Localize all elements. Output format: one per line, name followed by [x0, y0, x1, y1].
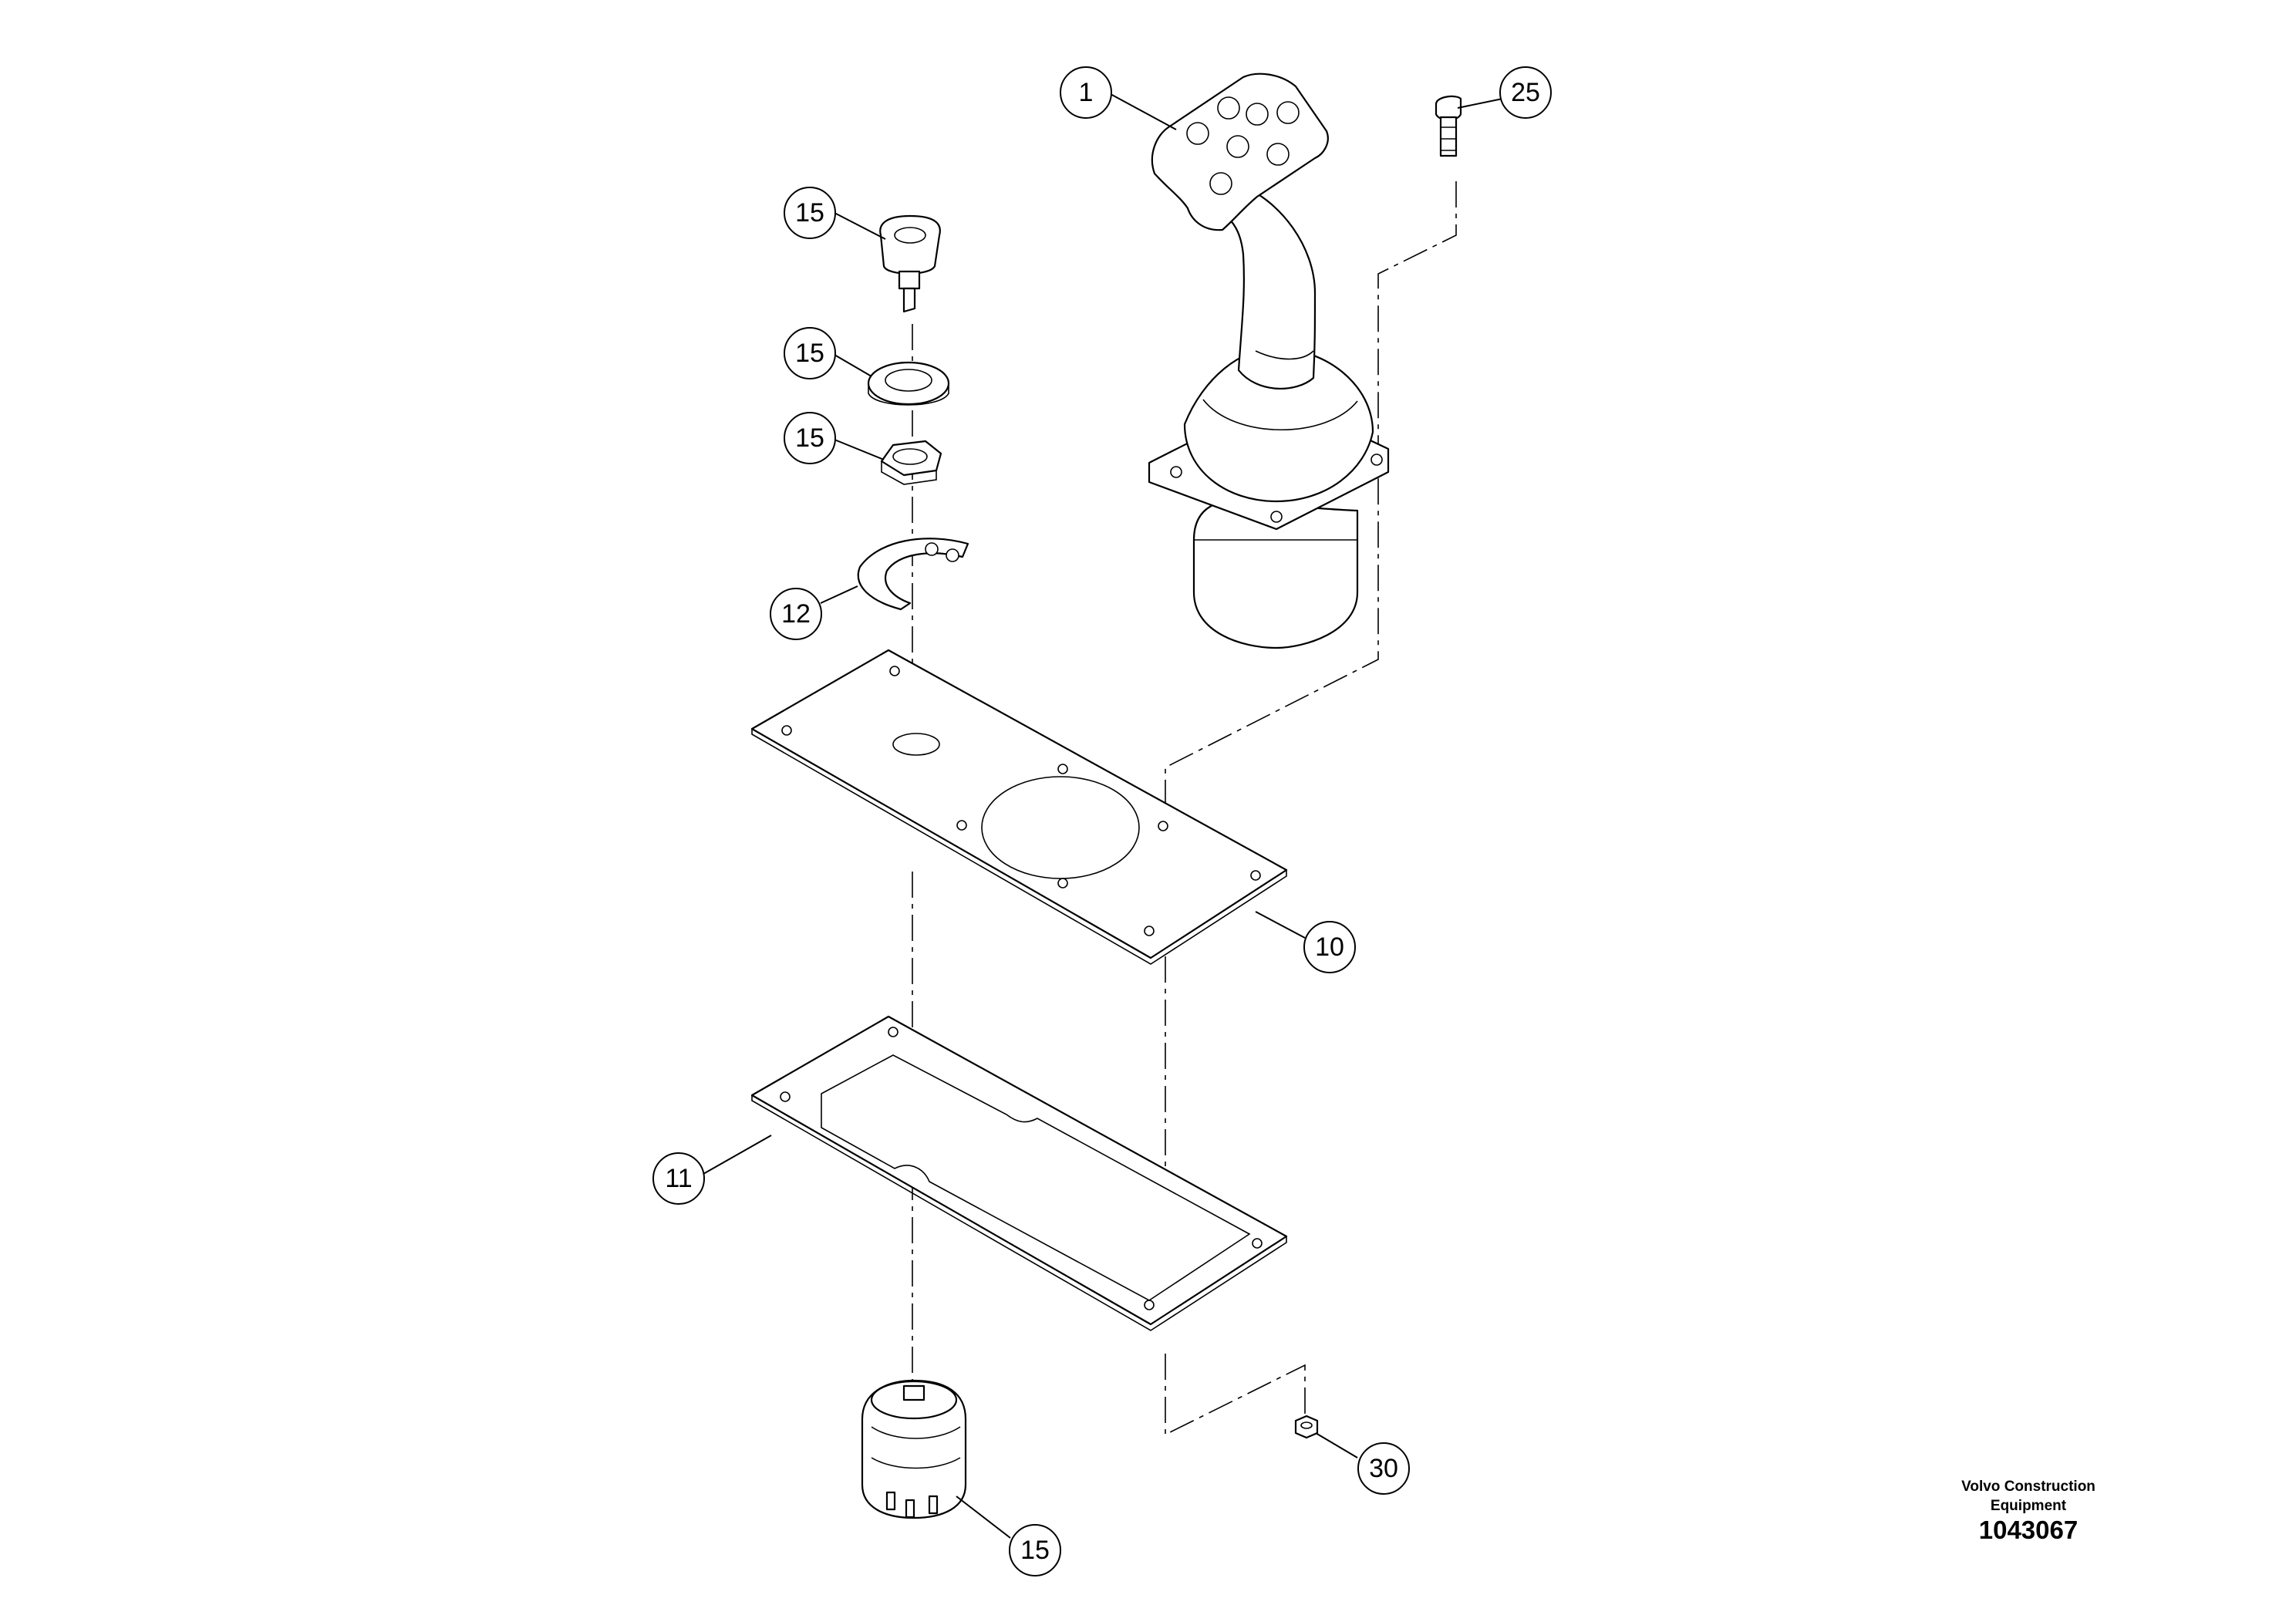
callout-gasket: 11	[652, 1152, 705, 1205]
callout-indicator-plate-label: 12	[781, 599, 811, 629]
callout-ignition-switch: 15	[1009, 1524, 1061, 1576]
callout-bolt-label: 25	[1511, 78, 1540, 107]
callout-ignition-switch-label: 15	[1020, 1536, 1050, 1565]
washer-part	[867, 361, 950, 406]
callout-key: 15	[784, 187, 836, 239]
ignition-switch-part	[861, 1379, 967, 1519]
bolt-part	[1435, 95, 1462, 157]
callout-joystick: 1	[1060, 66, 1112, 119]
callout-joystick-label: 1	[1079, 78, 1094, 107]
callout-bolt: 25	[1499, 66, 1552, 119]
callout-indicator-plate: 12	[770, 588, 822, 640]
leader-lines	[703, 93, 1503, 1539]
nut-part	[880, 440, 942, 485]
callout-gasket-label: 11	[665, 1164, 692, 1193]
callout-mounting-plate-label: 10	[1315, 932, 1344, 962]
indicator-plate-part	[857, 538, 969, 611]
small-nut-part	[1294, 1415, 1319, 1439]
brand-line-1: Volvo Construction	[1961, 1479, 2095, 1495]
callout-key-label: 15	[795, 198, 824, 228]
joystick-part	[1148, 73, 1390, 649]
callout-small-nut-label: 30	[1369, 1454, 1398, 1483]
callout-washer-label: 15	[795, 339, 824, 368]
callout-mounting-plate: 10	[1303, 921, 1356, 973]
callout-small-nut: 30	[1357, 1442, 1410, 1495]
brand-label: Volvo Construction Equipment	[1928, 1477, 2129, 1516]
brand-line-2: Equipment	[1990, 1498, 2067, 1514]
key-part	[879, 214, 941, 313]
drawing-number: 1043067	[1978, 1516, 2079, 1544]
callout-nut-label: 15	[795, 423, 824, 453]
callout-nut: 15	[784, 412, 836, 464]
mounting-plate-part	[750, 649, 1288, 965]
callout-washer: 15	[784, 327, 836, 379]
gasket-part	[750, 1015, 1288, 1331]
